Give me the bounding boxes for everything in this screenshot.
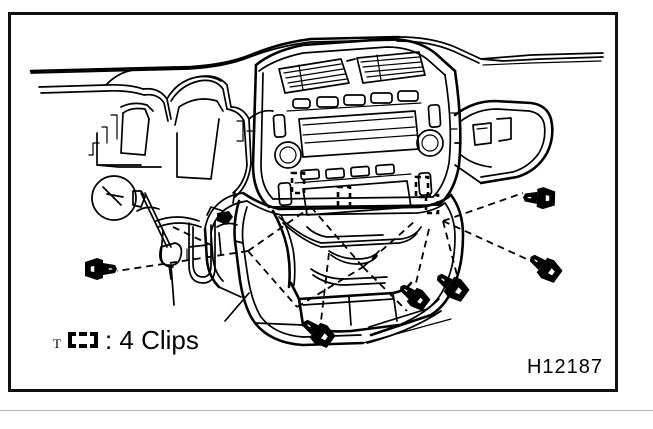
screw-left bbox=[85, 258, 117, 280]
leader-console-diag-a bbox=[247, 206, 312, 252]
screw-right-lower bbox=[529, 254, 563, 283]
instrument-panel-illustration: .ln { fill:none; stroke:#000; stroke-wid… bbox=[29, 35, 604, 348]
upper-button-row bbox=[286, 90, 422, 112]
side-trim-panel-right bbox=[450, 99, 554, 185]
dashed-rectangle-clip-symbol-icon bbox=[67, 332, 98, 348]
leader-console-diag-b bbox=[247, 250, 298, 308]
leader-to-screw-bottom bbox=[320, 252, 330, 322]
page-bottom-divider bbox=[0, 410, 653, 411]
radio-display-panel bbox=[272, 103, 444, 169]
screw-center-left bbox=[399, 284, 431, 311]
clips-legend: T : 4 Clips bbox=[53, 327, 199, 353]
center-console-lower-panel bbox=[216, 191, 465, 347]
legend-clips-label: : 4 Clips bbox=[104, 325, 199, 355]
pedal-assembly bbox=[91, 175, 216, 306]
screw-bottom bbox=[302, 319, 336, 348]
leader-to-screw-right-upper bbox=[442, 192, 524, 222]
leader-to-screw-right-lower bbox=[442, 220, 532, 262]
clip-marker-1 bbox=[290, 171, 306, 195]
dashboard-upper-surface bbox=[29, 35, 604, 74]
legend-pointer-line bbox=[224, 292, 250, 322]
clip-marker-2 bbox=[336, 185, 352, 209]
leader-console-diag-f bbox=[296, 266, 364, 308]
clip-marker-4 bbox=[424, 193, 440, 215]
clip-marker-3 bbox=[414, 175, 430, 199]
leader-lines bbox=[116, 192, 532, 322]
steering-column-assembly bbox=[38, 67, 274, 198]
climate-control-panel bbox=[277, 163, 433, 216]
screw-center-right bbox=[436, 273, 470, 302]
leader-console-diag-c bbox=[310, 206, 364, 268]
leader-to-screw-center-left bbox=[414, 228, 430, 288]
console-left-trim bbox=[186, 190, 248, 298]
figure-frame: .ln { fill:none; stroke:#000; stroke-wid… bbox=[8, 12, 618, 392]
legend-prefix-label: T bbox=[53, 335, 61, 351]
center-air-vents bbox=[278, 51, 426, 94]
clip-markers bbox=[290, 171, 440, 215]
leader-console-diag-e bbox=[362, 266, 408, 312]
figure-code-label: H12187 bbox=[526, 356, 603, 378]
leader-to-screw-center-right bbox=[442, 220, 459, 280]
screw-right-upper bbox=[523, 187, 556, 210]
leader-to-screw-left bbox=[116, 250, 249, 272]
